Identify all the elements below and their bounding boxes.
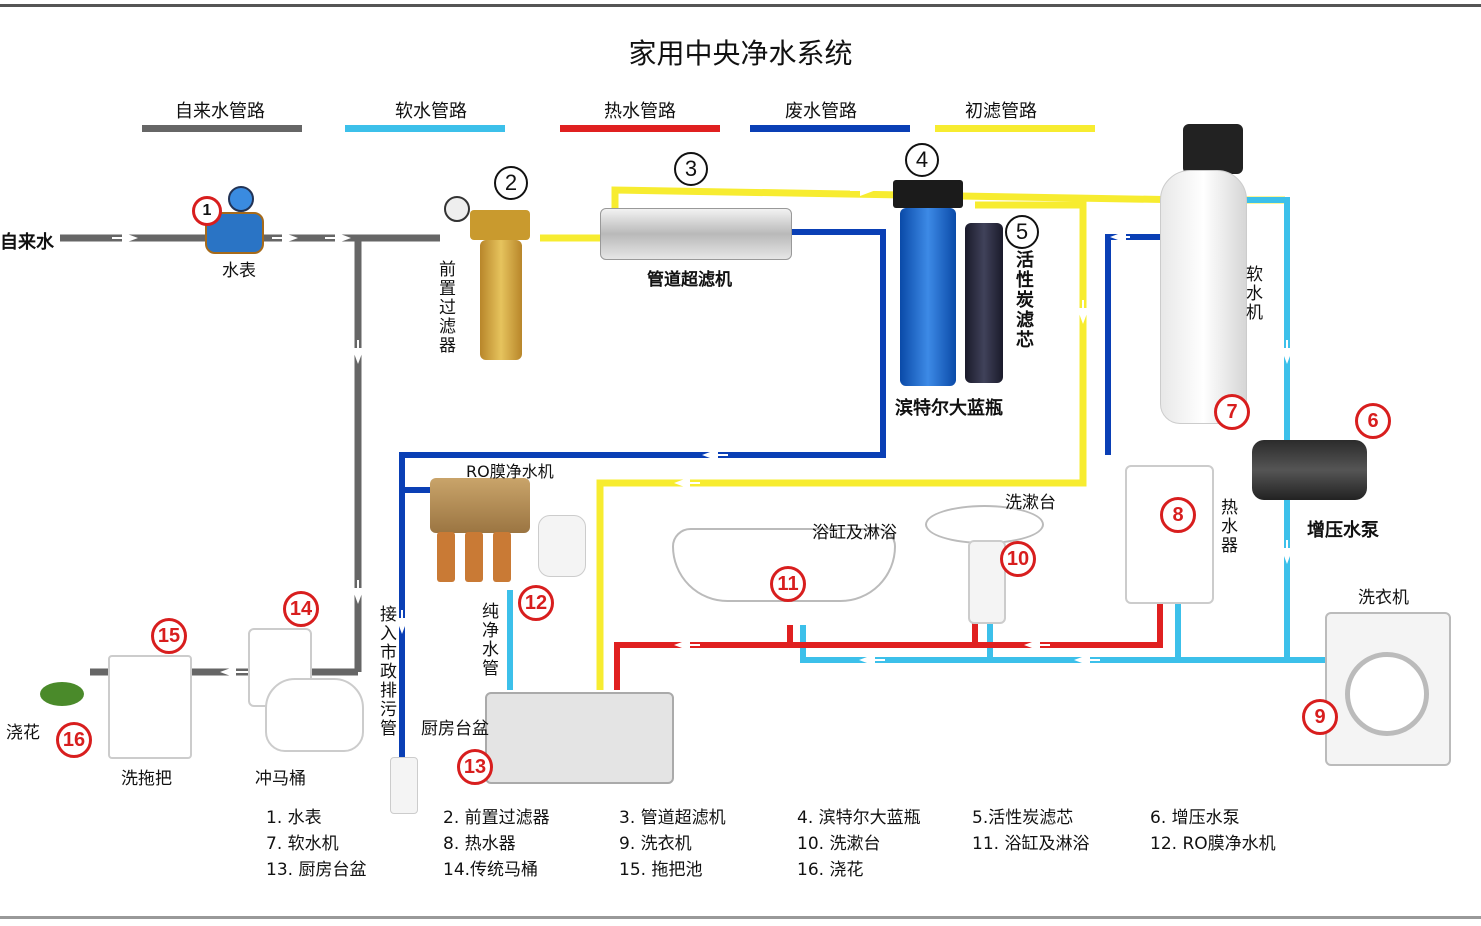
carbon-cartridge-icon — [965, 223, 1003, 383]
mop-sink-icon — [108, 655, 192, 759]
ro-unit-head-icon — [430, 478, 530, 533]
legend-label-soft: 软水管路 — [395, 101, 467, 122]
prefilter-body-icon — [480, 240, 522, 360]
marker-1: 1 — [192, 196, 222, 226]
legend-line-hot — [560, 125, 720, 132]
ro-cartridge-1-icon — [437, 532, 455, 582]
footer-item: 3. 管道超滤机 — [619, 808, 726, 828]
ro-cartridge-2-icon — [465, 532, 483, 582]
footer-item: 2. 前置过滤器 — [443, 808, 550, 828]
legend-label-waste: 废水管路 — [785, 101, 857, 122]
sewer-label: 接入市政排污管 — [376, 605, 396, 738]
marker-14: 14 — [283, 591, 319, 627]
marker-13: 13 — [457, 749, 493, 785]
marker-9: 9 — [1302, 699, 1338, 735]
basin-label: 洗漱台 — [1005, 493, 1056, 513]
watering-label: 浇花 — [6, 723, 40, 743]
pure-pipe-label: 纯净水管 — [478, 602, 498, 678]
big-blue-head-icon — [893, 180, 963, 208]
waste-pipe — [399, 229, 1160, 760]
marker-5: 5 — [1005, 215, 1039, 249]
big-blue-label: 滨特尔大蓝瓶 — [895, 398, 1003, 419]
legend-line-soft — [345, 125, 505, 132]
marker-12: 12 — [518, 585, 554, 621]
ultrafilter-icon — [600, 208, 792, 260]
heater-label: 热水器 — [1217, 498, 1237, 555]
footer-item: 14.传统马桶 — [443, 860, 539, 880]
prefilter-head-icon — [470, 210, 530, 240]
marker-6: 6 — [1355, 403, 1391, 439]
kitchen-sink-icon — [485, 692, 674, 784]
marker-10: 10 — [1000, 541, 1036, 577]
marker-15: 15 — [151, 618, 187, 654]
ro-cartridge-3-icon — [493, 532, 511, 582]
prefilter-label: 前置过滤器 — [435, 260, 455, 355]
footer-item: 4. 滨特尔大蓝瓶 — [797, 808, 921, 828]
marker-7: 7 — [1214, 394, 1250, 430]
footer-item: 8. 热水器 — [443, 834, 516, 854]
basin-pedestal-icon — [968, 540, 1006, 624]
ro-tank-icon — [538, 515, 586, 577]
toilet-label: 冲马桶 — [255, 769, 306, 789]
plant-icon — [40, 682, 84, 706]
legend-line-waste — [750, 125, 910, 132]
footer-item: 11. 浴缸及淋浴 — [972, 834, 1090, 854]
legend-line-tap — [142, 125, 302, 132]
footer-item: 12. RO膜净水机 — [1150, 834, 1276, 854]
ultrafilter-label: 管道超滤机 — [647, 270, 732, 290]
legend-label-hot: 热水管路 — [604, 101, 676, 122]
carbon-label: 活性炭滤芯 — [1013, 250, 1034, 350]
marker-16: 16 — [56, 722, 92, 758]
legend-line-prefilter — [935, 125, 1095, 132]
marker-11: 11 — [770, 566, 806, 602]
footer-item: 6. 增压水泵 — [1150, 808, 1240, 828]
marker-4: 4 — [905, 143, 939, 177]
footer-item: 7. 软水机 — [266, 834, 339, 854]
bottom-border — [0, 916, 1481, 919]
softener-valve-icon — [1183, 124, 1243, 174]
big-blue-housing-icon — [900, 208, 956, 386]
marker-8: 8 — [1160, 497, 1196, 533]
washer-label: 洗衣机 — [1358, 588, 1409, 608]
footer-item: 15. 拖把池 — [619, 860, 703, 880]
footer-item: 1. 水表 — [266, 808, 322, 828]
softener-label: 软水机 — [1242, 265, 1262, 322]
kitchen-label: 厨房台盆 — [421, 719, 489, 739]
marker-2: 2 — [494, 166, 528, 200]
meter-dial-icon — [228, 186, 254, 212]
tap-water-label: 自来水 — [0, 232, 54, 253]
footer-item: 10. 洗漱台 — [797, 834, 881, 854]
washer-door-icon — [1345, 652, 1429, 736]
booster-label: 增压水泵 — [1307, 520, 1379, 541]
sewer-pipe-icon — [390, 757, 418, 814]
meter-label: 水表 — [222, 261, 256, 281]
marker-3: 3 — [674, 152, 708, 186]
soft-water-pipe — [507, 197, 1330, 690]
footer-item: 13. 厨房台盆 — [266, 860, 367, 880]
softener-tank-icon — [1160, 170, 1247, 424]
bathtub-label: 浴缸及淋浴 — [812, 523, 897, 543]
water-heater-icon — [1125, 465, 1214, 604]
top-border — [0, 4, 1481, 7]
legend-label-prefilter: 初滤管路 — [965, 101, 1037, 122]
footer-item: 9. 洗衣机 — [619, 834, 692, 854]
page-title: 家用中央净水系统 — [628, 37, 853, 70]
booster-pump-icon — [1252, 440, 1367, 500]
ro-label: RO膜净水机 — [466, 462, 554, 481]
mop-label: 洗拖把 — [121, 769, 172, 789]
footer-item: 16. 浇花 — [797, 860, 864, 880]
toilet-bowl-icon — [265, 678, 364, 752]
footer-item: 5.活性炭滤芯 — [972, 808, 1074, 828]
pressure-gauge-icon — [444, 196, 470, 222]
legend-label-tap: 自来水管路 — [175, 101, 265, 122]
